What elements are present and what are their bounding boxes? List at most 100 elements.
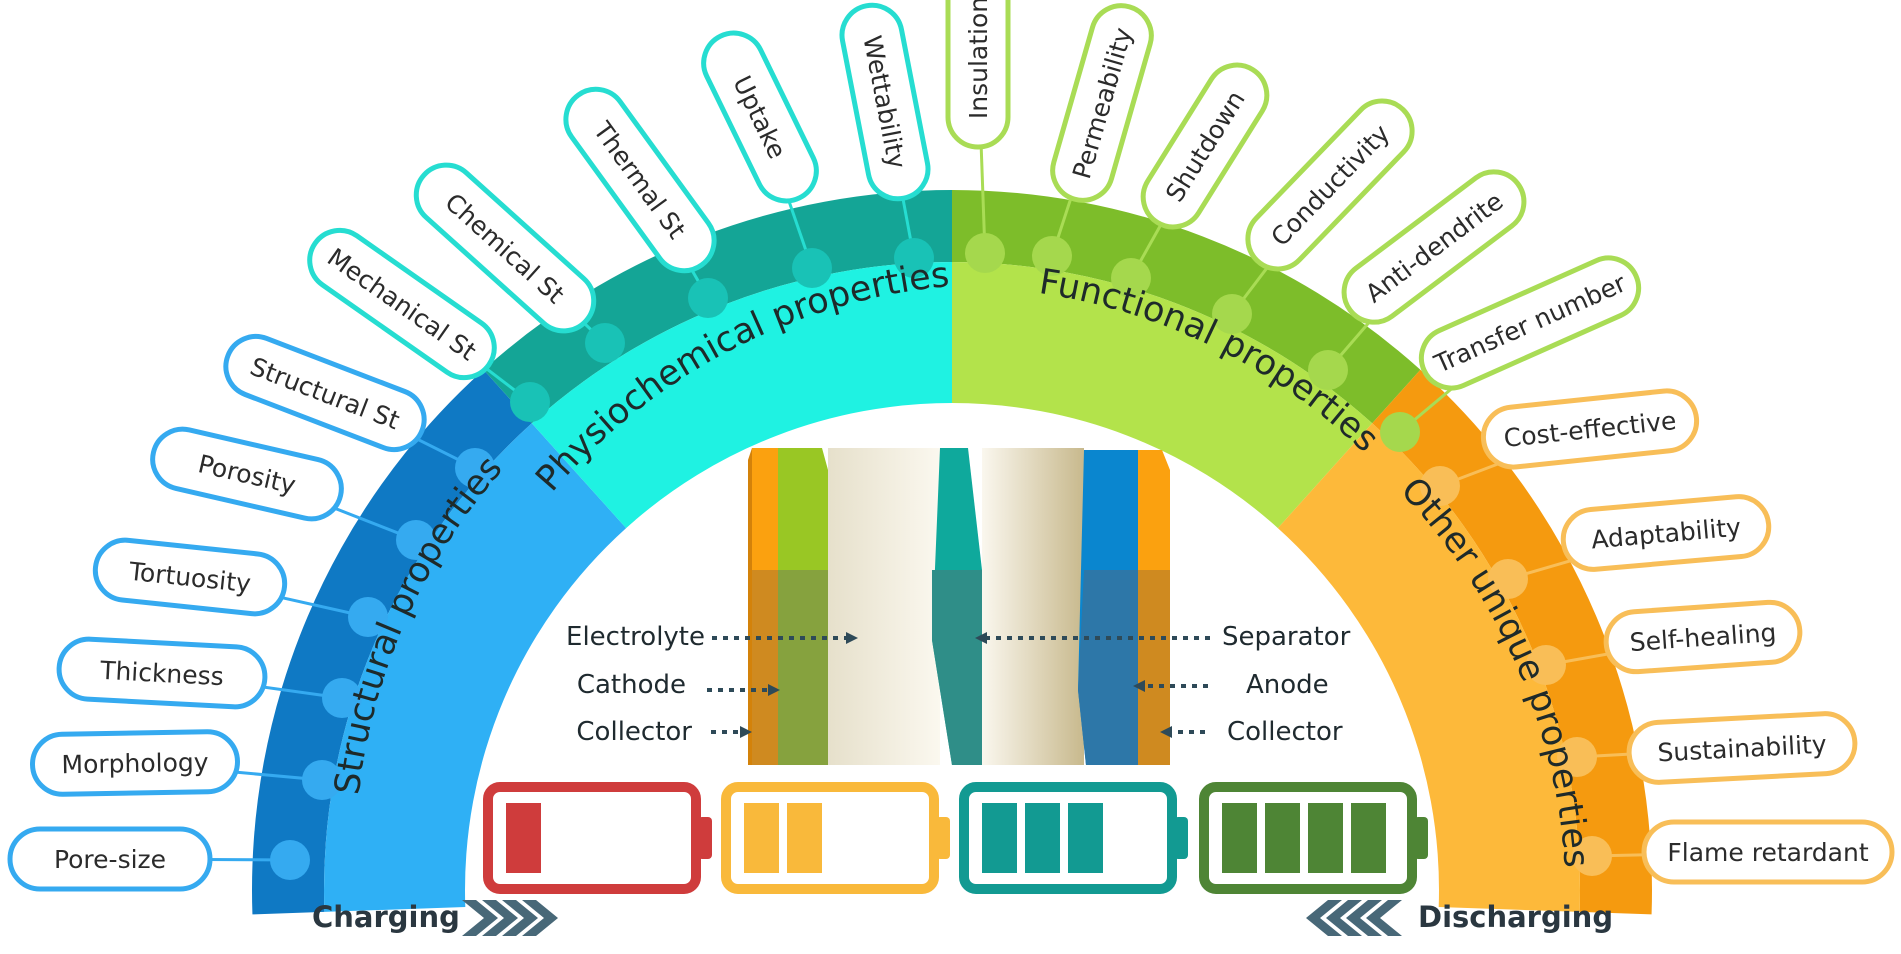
dot-transfer-number [1380,412,1420,452]
property-pore-size: Pore-size [7,826,213,892]
separator-label: Separator [1222,622,1351,652]
charging-label: Charging [312,900,460,934]
pill-uptake [701,30,819,204]
battery-1-cell-1 [506,803,541,873]
pill-label-morphology: Morphology [61,748,209,780]
property-self-healing: Self-healing [1603,599,1803,675]
pill-pore-size [7,826,213,892]
cell-label-arrows [707,632,1210,738]
pill-morphology [30,729,240,797]
pill-label-pore-size: Pore-size [54,845,166,874]
discharging-label: Discharging [1418,900,1613,934]
pill-self-healing [1603,599,1803,675]
cathode-collector-label: Collector [576,717,692,747]
pill-conductivity [1245,98,1415,272]
pill-structural-st [223,333,427,453]
discharging-chevrons-icon [1306,900,1402,936]
cathode-label: Cathode [577,670,686,700]
dot-conductivity [1212,294,1252,334]
dot-adaptability [1488,559,1528,599]
functional-band-inner [952,262,1373,529]
dot-flame-retardant [1572,836,1612,876]
pill-transfer-number [1418,255,1642,391]
pill-thermal-st [563,86,717,274]
battery-4-cell-3 [1308,803,1343,873]
pill-insulation [945,0,1011,150]
dot-sustainability [1557,737,1597,777]
dot-self-healing [1526,645,1566,685]
battery-3-cell-2 [1025,803,1060,873]
pill-chemical-st [413,162,597,334]
pill-label-insulation: Insulation [964,0,993,119]
property-sustainability: Sustainability [1626,711,1858,785]
battery-level-3-icon [959,782,1188,894]
dot-shutdown [1111,258,1151,298]
property-thermal-st: Thermal St [563,86,717,274]
property-thickness: Thickness [56,636,268,710]
anode-collector-label: Collector [1227,717,1343,747]
property-chemical-st: Chemical St [413,162,597,334]
other-band-outer [1372,369,1652,915]
battery-3-cell-3 [1068,803,1103,873]
property-uptake: Uptake [701,30,819,204]
electrolyte-right [982,448,1084,765]
pill-flame-retardant [1641,819,1895,885]
pill-label-flame-retardant: Flame retardant [1667,838,1868,867]
dot-wettability [894,238,934,278]
property-permeability: Permeability [1050,3,1154,203]
dot-chemical-st [585,323,625,363]
battery-level-2-icon [721,782,950,894]
pill-tortuosity [92,537,288,617]
pill-shutdown [1140,62,1270,230]
electrolyte-left [828,448,940,765]
property-structural-st: Structural St [223,333,427,453]
dot-mechanical-st [510,382,550,422]
battery-4-cell-2 [1265,803,1300,873]
dot-cost-effective [1420,466,1460,506]
pill-adaptability [1560,494,1772,572]
dot-morphology [302,760,342,800]
battery-2-cell-1 [744,803,779,873]
dot-pore-size [270,840,310,880]
dot-permeability [1032,236,1072,276]
structural-band-inner [324,423,627,912]
pill-cost-effective [1480,388,1700,470]
dot-thickness [322,678,362,718]
battery-4-cell-1 [1222,803,1257,873]
property-arc [252,190,1652,915]
anode-label: Anode [1246,670,1329,700]
property-tortuosity: Tortuosity [92,537,288,617]
electrolyte-label: Electrolyte [566,622,705,652]
other-band-inner [1277,423,1580,912]
property-shutdown: Shutdown [1140,62,1270,230]
pill-label-thickness: Thickness [99,656,225,691]
dot-insulation [965,233,1005,273]
property-insulation: Insulation [945,0,1011,150]
battery-3-cell-1 [982,803,1017,873]
property-flame-retardant: Flame retardant [1641,819,1895,885]
pill-thickness [56,636,268,710]
property-cost-effective: Cost-effective [1480,388,1700,470]
cell-labels: Electrolyte Cathode Collector Separator … [566,622,1351,747]
property-adaptability: Adaptability [1560,494,1772,572]
property-morphology: Morphology [30,729,240,797]
pill-wettability [839,2,931,202]
physiochemical-band-inner [531,262,952,529]
dot-porosity [396,520,436,560]
charging-chevrons-icon [462,900,558,936]
battery-cell-illustration [748,448,1170,765]
dot-structural-st [455,448,495,488]
battery-4-cell-4 [1351,803,1386,873]
battery-level-1-icon [483,782,712,894]
pill-sustainability [1626,711,1858,785]
pill-anti-dendrite [1341,169,1527,325]
battery-charge-levels [483,782,1428,894]
pill-mechanical-st [307,227,497,381]
dot-anti-dendrite [1308,350,1348,390]
battery-level-4-icon [1199,782,1428,894]
battery-2-cell-2 [787,803,822,873]
pill-porosity [150,426,344,522]
property-wettability: Wettability [839,2,931,202]
dot-uptake [792,248,832,288]
